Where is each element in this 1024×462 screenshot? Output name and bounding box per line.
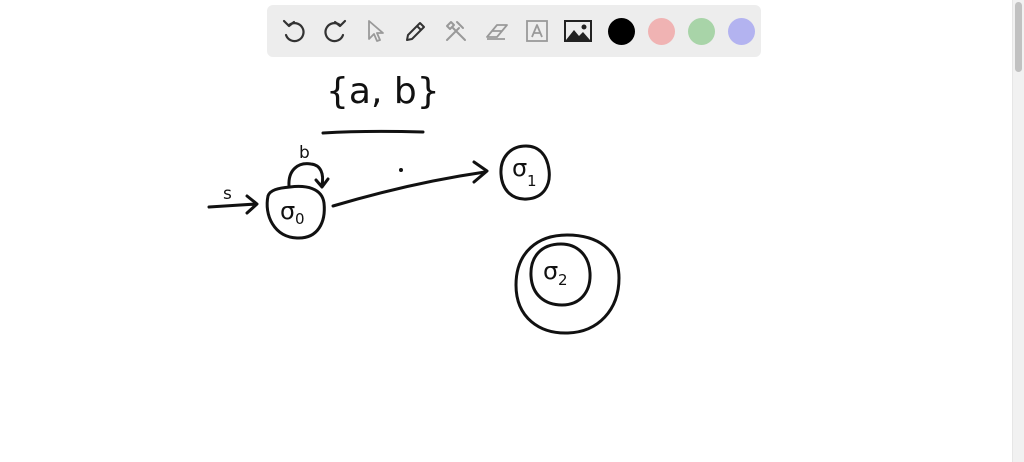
state-q1-circle [499,144,551,201]
state-q1-subscript: 1 [527,172,537,190]
eraser-icon [485,24,508,40]
state-q0-circle [265,184,326,240]
tools-icon [446,21,466,41]
color-swatch-blue[interactable] [727,17,755,45]
text-tool-button[interactable] [520,14,554,48]
stray-dot [399,168,403,172]
text-icon [526,20,548,42]
transition-arrow [331,160,489,208]
color-swatch-green[interactable] [687,17,715,45]
pen-tool-button[interactable] [399,14,433,48]
state-q0-subscript: 0 [295,210,305,228]
start-label: s [223,184,232,204]
select-tool-button[interactable] [358,14,392,48]
image-icon [563,20,592,42]
state-q2-subscript: 2 [558,271,568,289]
pen-icon [405,22,425,41]
image-tool-button[interactable] [561,14,595,48]
eraser-tool-button[interactable] [480,14,514,48]
state-q0-label: σ [280,197,295,225]
set-underline [321,129,425,135]
state-q2-inner-circle [529,242,592,307]
undo-icon [282,19,305,43]
drawing-toolbar [267,5,761,57]
state-q2-label: σ [543,257,558,285]
self-loop [287,162,330,189]
redo-button[interactable] [318,14,352,48]
tools-button[interactable] [439,14,473,48]
select-pointer-icon [368,20,384,42]
start-arrow [207,194,259,215]
color-swatch-red[interactable] [647,17,675,45]
redo-icon [323,19,346,43]
state-q1-label: σ [512,154,527,182]
vertical-scrollbar[interactable] [1012,0,1024,462]
set-label: {a, b} [326,71,440,112]
color-swatch-black[interactable] [607,17,635,45]
loop-label: b [299,143,310,163]
state-q2-outer-circle [514,233,621,335]
scrollbar-thumb[interactable] [1015,2,1022,72]
undo-button[interactable] [277,14,311,48]
